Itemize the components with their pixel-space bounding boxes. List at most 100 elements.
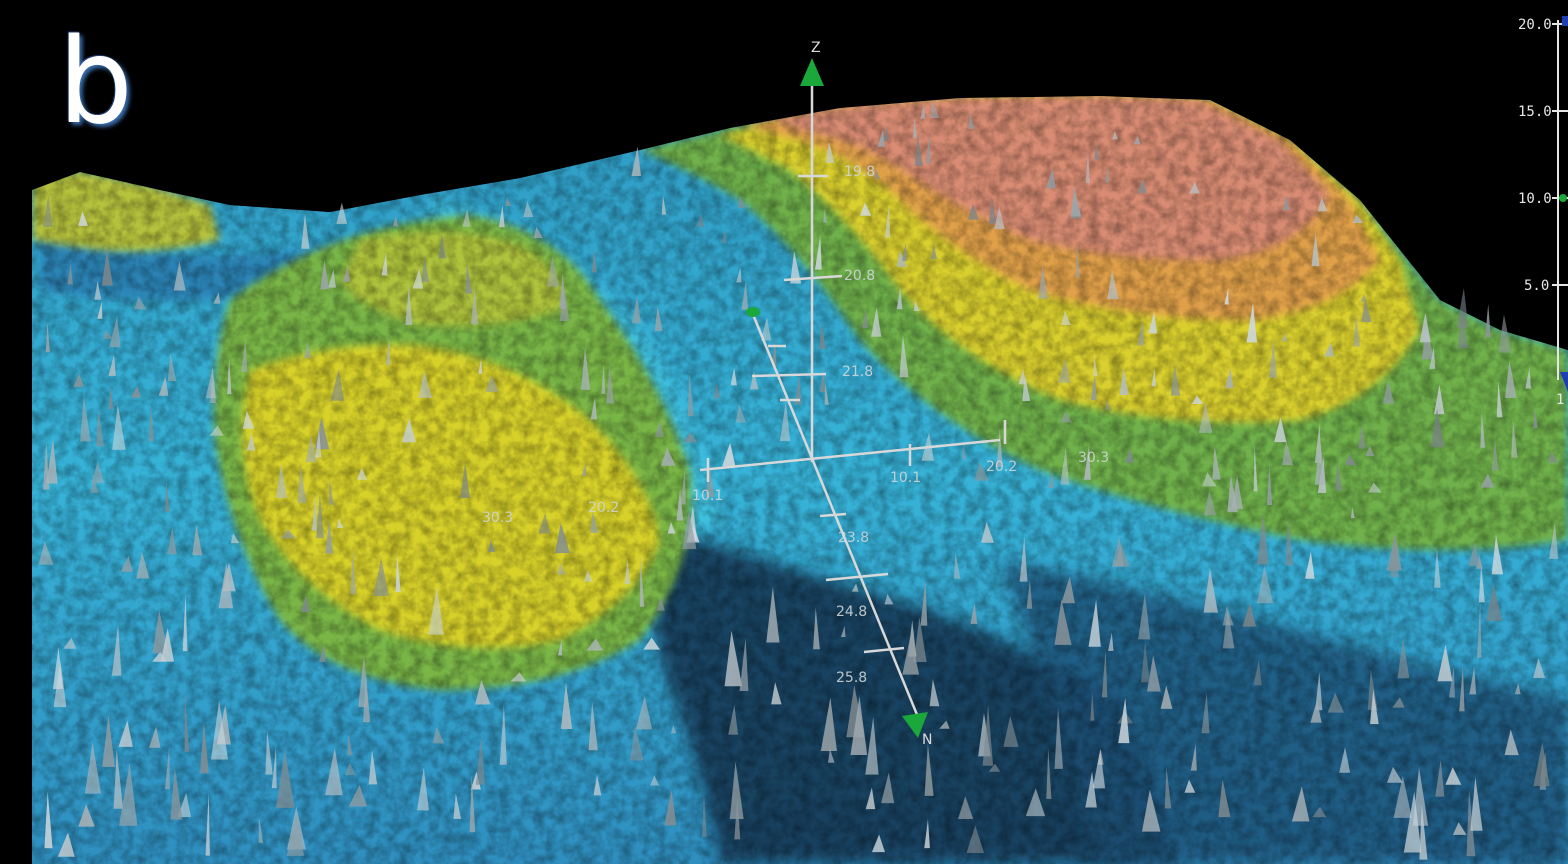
z-axis-label: Z xyxy=(811,40,821,56)
terrain-spike xyxy=(311,492,317,531)
terrain-spike xyxy=(1151,368,1157,387)
terrain-spike xyxy=(73,373,84,387)
terrain-spike xyxy=(297,465,307,503)
terrain-spike xyxy=(1486,584,1503,621)
terrain-spike xyxy=(102,715,115,768)
terrain-spike xyxy=(1274,417,1287,443)
terrain-spike xyxy=(930,244,937,260)
terrain-spike xyxy=(1112,130,1118,140)
terrain-spike xyxy=(877,129,885,147)
depth-scale: 20.0 15.0 10.0 5.0 1 xyxy=(1518,16,1568,408)
terrain-spike xyxy=(1291,786,1310,822)
terrain-spike xyxy=(968,112,975,129)
terrain-spike xyxy=(1505,360,1517,398)
terrain-spike xyxy=(363,673,371,723)
terrain-spike xyxy=(460,462,471,499)
terrain-spike xyxy=(1137,178,1147,193)
terrain-spike xyxy=(405,285,413,325)
terrain-spike xyxy=(1046,747,1052,799)
terrain-spike xyxy=(1345,454,1357,466)
terrain-spike xyxy=(590,511,599,533)
n-axis-line xyxy=(750,311,922,723)
terrain-spike xyxy=(265,730,273,775)
terrain-spike xyxy=(840,625,846,638)
terrain-spike xyxy=(242,410,255,429)
terrain-spike xyxy=(1335,461,1343,491)
terrain-spike xyxy=(1253,659,1262,686)
terrain-spike xyxy=(560,682,573,730)
terrain-spike xyxy=(728,704,739,735)
terrain-spike xyxy=(119,763,138,826)
terrain-spike xyxy=(1459,665,1465,712)
terrain-spike xyxy=(929,99,940,119)
terrain-spike xyxy=(739,638,749,691)
terrain-spike xyxy=(656,596,665,611)
terrain-spike xyxy=(52,647,64,690)
axis-gizmo xyxy=(699,85,1007,723)
terrain-spike xyxy=(1212,445,1221,480)
terrain-spike xyxy=(347,733,353,756)
terrain-spike xyxy=(1434,548,1441,588)
terrain-spike xyxy=(1360,293,1367,302)
terrain-spike xyxy=(385,337,391,365)
terrain-spike xyxy=(913,300,920,312)
n-tick-label-1: 23.8 xyxy=(838,530,869,546)
terrain-spike xyxy=(899,334,909,378)
terrain-spike xyxy=(1111,536,1124,567)
terrain-spike xyxy=(559,272,566,309)
terrain-spike xyxy=(1003,715,1019,747)
terrain-spike xyxy=(1101,649,1108,698)
terrain-spike xyxy=(961,444,967,460)
terrain-spike xyxy=(1047,471,1055,489)
terrain-spike xyxy=(118,720,133,747)
terrain-spike xyxy=(475,680,491,705)
terrain-spike xyxy=(1141,789,1161,832)
terrain-spike xyxy=(1390,529,1399,578)
terrain-spike xyxy=(1094,144,1100,160)
terrain-spike xyxy=(304,342,312,359)
terrain-spike xyxy=(130,385,141,398)
terrain-spike xyxy=(1268,340,1277,378)
terrain-spike xyxy=(654,305,663,331)
terrain-spike xyxy=(108,386,114,410)
terrain-spike xyxy=(729,761,744,819)
terrain-spike xyxy=(1480,411,1486,448)
terrain-spike xyxy=(1312,806,1327,818)
scale-tick-10: 10.0 xyxy=(1518,191,1552,207)
n-axis-label: N xyxy=(922,732,932,748)
terrain-spike xyxy=(368,750,378,785)
terrain-spike xyxy=(873,167,880,179)
terrain-spike xyxy=(113,749,124,809)
terrain-spike xyxy=(1201,692,1210,734)
terrain-spike xyxy=(1191,395,1204,404)
terrain-spike xyxy=(1365,445,1375,457)
terrain-spike xyxy=(134,296,147,310)
terrain-spike xyxy=(1090,692,1095,721)
terrain-spike xyxy=(84,742,102,794)
terrain-spike xyxy=(631,146,641,176)
terrain-spike xyxy=(1225,368,1234,389)
terrain-spike xyxy=(737,196,746,208)
terrain-spike xyxy=(152,610,169,654)
terrain-spike xyxy=(148,405,155,442)
terrain-spike xyxy=(205,367,216,399)
terrain-spike xyxy=(883,125,889,141)
terrain-spike xyxy=(417,767,429,811)
terrain-spike xyxy=(381,252,388,276)
roughness-overlay xyxy=(32,96,1568,864)
terrain-spike xyxy=(554,522,570,553)
terrain-spike xyxy=(1549,521,1559,559)
terrain-spike xyxy=(790,250,802,284)
terrain-spike xyxy=(1285,518,1294,566)
n-origin-marker xyxy=(746,307,760,317)
terrain-spike xyxy=(547,255,560,287)
terrain-spike xyxy=(305,435,318,463)
terrain-spike xyxy=(871,307,882,337)
terrain-spike xyxy=(510,672,527,682)
x-tick-label-3: 20.2 xyxy=(986,459,1017,475)
terrain-spike xyxy=(929,678,940,707)
terrain-spike xyxy=(1478,564,1485,603)
terrain-spike xyxy=(1403,791,1422,853)
terrain-spike xyxy=(348,784,367,807)
